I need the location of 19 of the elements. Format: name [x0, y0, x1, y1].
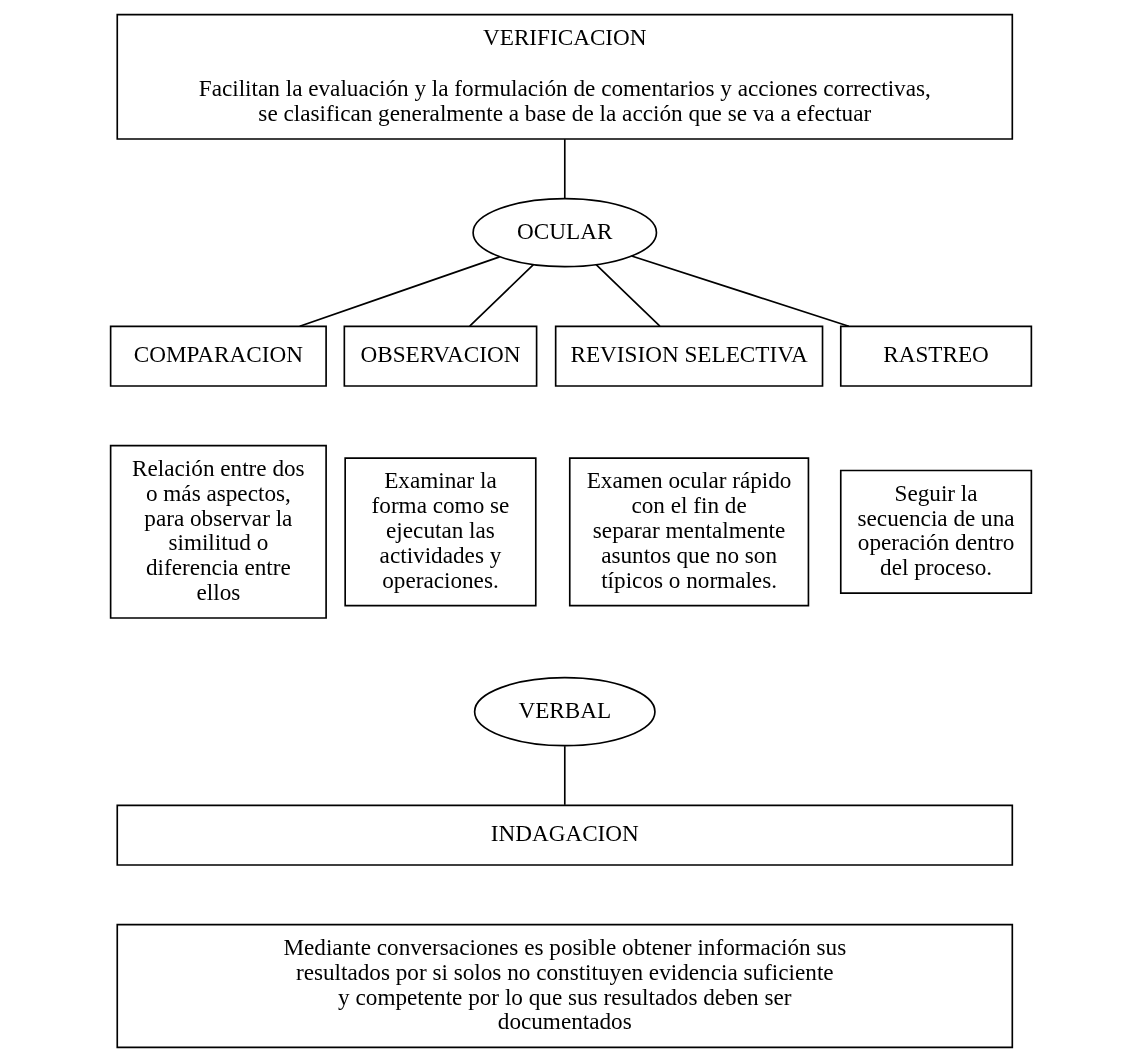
connector	[298, 256, 500, 328]
node-box: COMPARACION	[109, 325, 327, 387]
node-box: VERIFICACION Facilitan la evaluación y la formulación de comentarios y acciones correctivas, se clasifican generalmente a base de la acción que se va a efectuar	[115, 13, 1013, 140]
node-box: Relación entre dos o más aspectos, para observar la similitud o diferencia entre ellos	[109, 444, 327, 619]
node-box: Examen ocular rápido con el fin de separar mentalmente asuntos que no son típicos o normales.	[568, 457, 809, 607]
connector	[563, 138, 566, 200]
node-ellipse: VERBAL	[473, 676, 656, 747]
node-box: REVISION SELECTIVA	[554, 325, 823, 387]
node-box: OBSERVACION	[343, 325, 537, 387]
node-box: Examinar la forma como se ejecutan las actividades y operaciones.	[343, 457, 537, 607]
connector	[468, 263, 534, 328]
connector	[630, 255, 850, 328]
node-box: RASTREO	[839, 325, 1032, 387]
connector	[594, 263, 661, 328]
connector	[563, 745, 566, 806]
node-box: Seguir la secuencia de una operación dentro del proceso.	[839, 469, 1032, 594]
node-box: INDAGACION	[115, 804, 1013, 866]
node-ellipse: OCULAR	[471, 197, 657, 268]
node-box: Mediante conversaciones es posible obtener información sus resultados por si solos no constituyen evidencia suficiente y competente por lo que sus resultados deben ser documentados	[115, 923, 1013, 1049]
